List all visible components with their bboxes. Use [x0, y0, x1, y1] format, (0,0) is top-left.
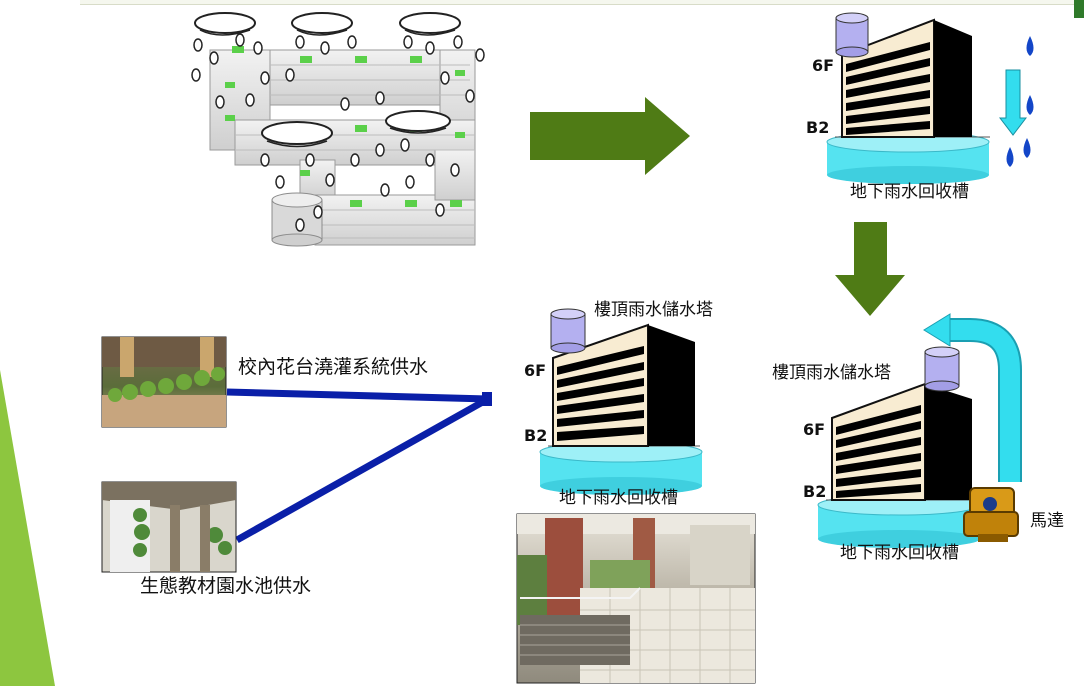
building-collection — [826, 12, 1034, 184]
flowerbed-photo — [101, 336, 227, 428]
ecology-pond-photo — [101, 481, 237, 573]
motor-label: 馬達 — [1030, 511, 1064, 531]
slide-top-border — [80, 0, 1084, 18]
arrow-right — [530, 97, 690, 175]
ecology-pond-supply-label: 生態教材園水池供水 — [140, 575, 312, 597]
cistern-site-photo — [516, 513, 756, 684]
floor-label-b2: B2 — [524, 426, 548, 445]
floor-label-6f: 6F — [803, 420, 826, 439]
motor-icon — [963, 487, 1019, 542]
slide-accent-triangle — [0, 370, 55, 686]
roof-tower-label: 樓頂雨水儲水塔 — [772, 363, 891, 383]
floor-label-b2: B2 — [806, 118, 830, 137]
supply-lines — [226, 388, 492, 544]
arrow-down — [835, 222, 905, 316]
roof-tower-label: 樓頂雨水儲水塔 — [594, 300, 713, 320]
campus-buildings-illustration — [191, 12, 485, 247]
floor-label-6f: 6F — [524, 361, 547, 380]
flowerbed-supply-label: 校內花台澆灌系統供水 — [238, 356, 429, 378]
underground-tank-label: 地下雨水回收槽 — [850, 182, 969, 202]
floor-label-b2: B2 — [803, 482, 827, 501]
underground-tank-label: 地下雨水回收槽 — [559, 488, 678, 508]
underground-tank-label: 地下雨水回收槽 — [840, 543, 959, 563]
floor-label-6f: 6F — [812, 56, 835, 75]
building-distribution — [539, 308, 703, 495]
building-pumping — [817, 313, 1022, 548]
